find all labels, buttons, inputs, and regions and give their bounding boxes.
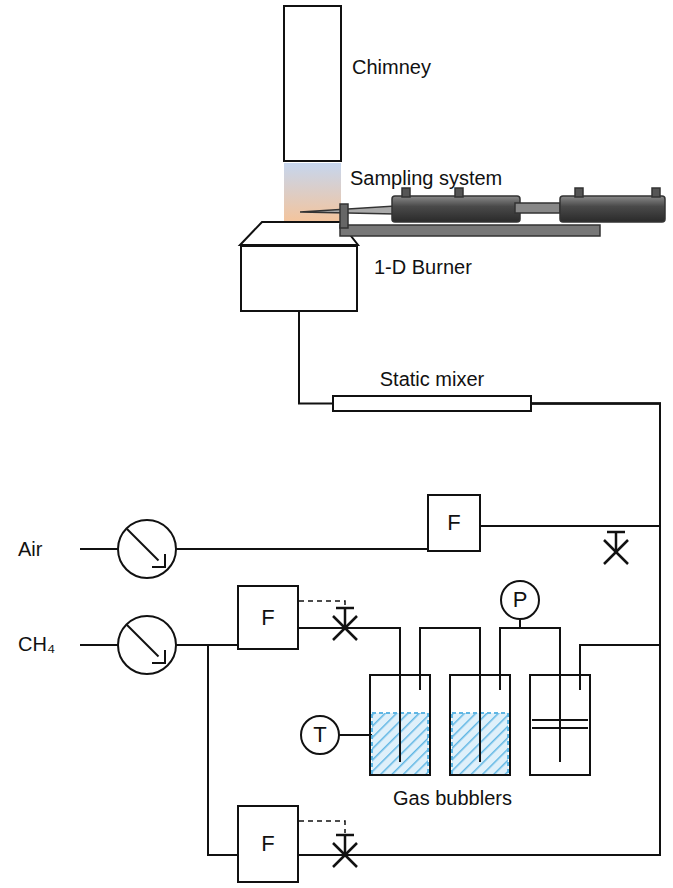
pipe-line: [299, 404, 660, 856]
part-name: Chimney: [352, 55, 431, 79]
pipe-line: [299, 404, 660, 763]
piping: [80, 549, 520, 855]
symbol-letter: F: [261, 832, 274, 856]
pipe: [299, 312, 332, 404]
pipe: [299, 404, 660, 763]
burner-body: 1-D Burner: [240, 245, 358, 312]
valve-symbol: [299, 821, 357, 867]
part-label: Air: [18, 537, 42, 561]
valve-symbol: [299, 601, 357, 640]
pipe: [299, 404, 660, 856]
sampling-probe: [300, 188, 665, 236]
part-name: 1-D Burner: [374, 255, 472, 279]
symbol-letter: F: [447, 511, 460, 535]
symbol-letter: F: [261, 606, 274, 630]
pipe: [481, 404, 660, 527]
regulator-symbol: [118, 520, 176, 674]
flow-meter: F: [427, 494, 481, 552]
part-name: Static mixer: [380, 367, 484, 391]
valve-symbol: [604, 532, 628, 564]
part-label: Gas bubblers: [393, 786, 512, 810]
flow-meter: F: [237, 805, 299, 883]
symbol-letter: P: [513, 588, 528, 612]
pressure-gauge: P: [500, 580, 540, 620]
symbol-letter: T: [313, 723, 326, 747]
flow-meter: F: [237, 585, 299, 650]
static-mixer: Static mixer: [332, 395, 532, 412]
pipe-line: [481, 404, 660, 527]
pipe-line: [299, 312, 332, 404]
part-label: CH₄: [18, 632, 55, 656]
chimney: Chimney: [283, 5, 342, 162]
part-label: Sampling system: [350, 166, 502, 190]
thermometer: T: [300, 715, 340, 755]
